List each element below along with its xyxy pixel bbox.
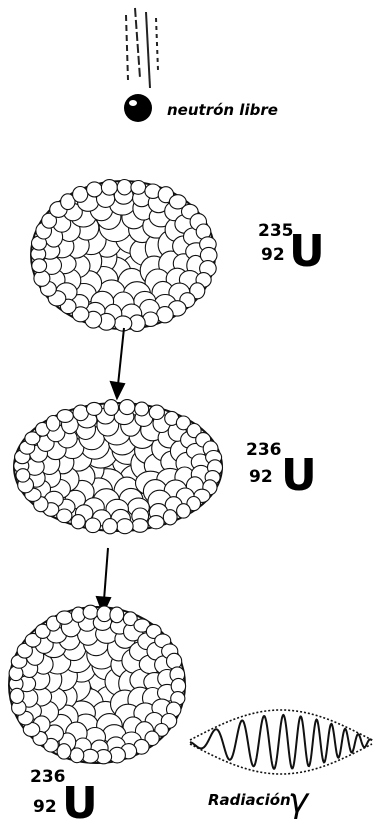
label-u236-bottom: 236 92 U <box>30 767 98 827</box>
uranium-235-nucleus <box>31 180 217 332</box>
mass-number: 236 <box>30 767 66 787</box>
neutron-trail <box>126 8 158 88</box>
atomic-number: 92 <box>261 245 285 265</box>
atomic-number: 92 <box>33 797 57 817</box>
element-symbol: U <box>281 450 317 501</box>
mass-number: 236 <box>246 440 282 460</box>
neutron-label: neutrón libre <box>167 101 278 119</box>
atomic-number: 92 <box>249 467 273 487</box>
free-neutron <box>124 94 152 122</box>
uranium-236-nucleus-excited <box>9 605 186 764</box>
gamma-wave <box>190 710 372 774</box>
label-u236: 236 92 U <box>246 440 317 501</box>
radiation-label: Radiación <box>208 791 291 809</box>
uranium-236-nucleus <box>14 400 223 534</box>
arrow-2 <box>97 548 110 613</box>
gamma-symbol: γ <box>288 781 310 821</box>
element-symbol: U <box>62 778 98 827</box>
element-symbol: U <box>289 226 325 277</box>
label-u235: 235 92 U <box>258 221 325 277</box>
arrow-1 <box>111 328 124 398</box>
